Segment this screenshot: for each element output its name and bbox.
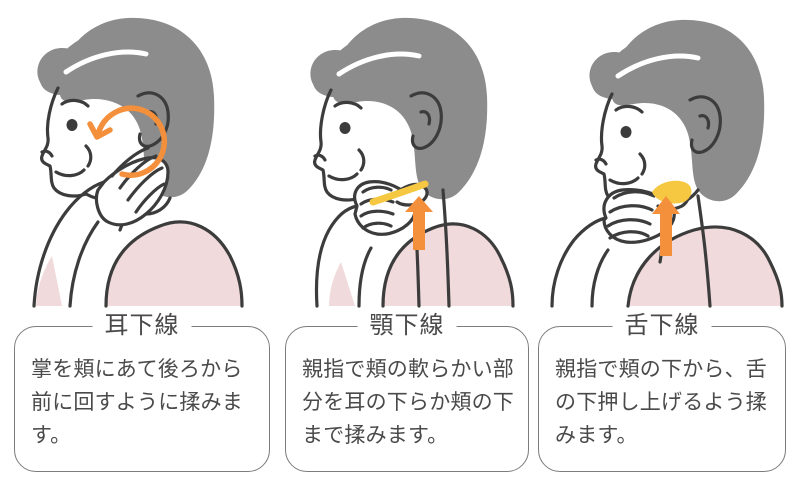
- cheek-line: [84, 144, 93, 168]
- circular-arrow-icon: [87, 105, 167, 178]
- card-body-submandibular: 親指で頬の軟らかい部分を耳の下らか頬の下まで揉みます。: [302, 358, 514, 447]
- eyebrow: [333, 100, 363, 110]
- forearm-outer: [550, 216, 608, 308]
- eye: [339, 122, 351, 134]
- forearm-outer: [314, 204, 359, 308]
- jaw-highlight: [369, 180, 429, 206]
- illustration-row: [0, 0, 800, 312]
- finger-row-3: [606, 218, 652, 228]
- arrow-arc: [95, 105, 167, 178]
- shirt-fill: [106, 222, 242, 306]
- card-title-sublingual: 舌下線: [612, 311, 712, 341]
- caption-card-sublingual: 舌下線 親指で頬の下から、舌の下押し上げるよう揉みます。: [538, 311, 786, 472]
- arrow-shape: [652, 196, 680, 256]
- finger-row-1: [612, 190, 656, 200]
- arrow-head: [87, 121, 113, 140]
- finger-2: [118, 154, 158, 190]
- forearm-outer: [32, 180, 106, 308]
- shoulder-line: [104, 220, 244, 308]
- caption-card-submandibular: 顎下線 親指で頬の軟らかい部分を耳の下らか頬の下まで揉みます。: [285, 311, 529, 472]
- finger-row-2: [608, 204, 654, 214]
- forearm-inner: [68, 220, 100, 308]
- hand-stack: [602, 188, 676, 244]
- up-arrow-icon: [405, 196, 433, 250]
- knuckle-3: [359, 209, 395, 218]
- neck-back: [696, 194, 712, 308]
- up-arrow-icon: [652, 196, 680, 256]
- card-body-parotid: 掌を頬にあて後ろから前に回すように揉みます。: [31, 358, 243, 447]
- face-profile: [40, 86, 88, 198]
- neck-back: [441, 188, 451, 308]
- caption-card-parotid: 耳下線 掌を頬にあて後ろから前に回すように揉みます。: [14, 311, 270, 472]
- illustration-parotid: [0, 0, 266, 312]
- nose: [594, 157, 608, 166]
- hair-highlight: [336, 51, 422, 77]
- knuckle-4: [361, 221, 393, 230]
- face-profile: [313, 88, 361, 202]
- caption-row: 耳下線 掌を頬にあて後ろから前に回すように揉みます。 顎下線 親指で頬の軟らかい…: [0, 311, 800, 486]
- forearm-inner: [590, 248, 610, 308]
- mouth: [327, 172, 359, 182]
- knuckle-1: [361, 185, 393, 194]
- eyebrow: [614, 104, 644, 114]
- shoulder-line: [381, 222, 515, 308]
- eye: [66, 119, 78, 131]
- card-title-submandibular: 顎下線: [357, 311, 457, 341]
- hair-highlight: [63, 49, 149, 75]
- hand-palm: [94, 156, 170, 227]
- card-title-parotid: 耳下線: [92, 311, 192, 341]
- ear-outline: [688, 95, 722, 154]
- forearm-inner: [357, 246, 373, 308]
- shirt-fill-left: [329, 262, 355, 306]
- thumb-edge: [144, 196, 172, 216]
- cheek-line: [638, 152, 647, 176]
- finger-4: [134, 182, 166, 214]
- ear-inner: [698, 114, 711, 130]
- shoulder-line: [626, 225, 784, 308]
- eye: [620, 126, 632, 138]
- mouth: [608, 176, 640, 186]
- ear-outline: [409, 91, 443, 150]
- arrow-shape: [405, 196, 433, 250]
- cheek-line: [357, 148, 366, 172]
- eyebrow: [60, 98, 90, 108]
- shirt-fill-left: [36, 256, 62, 306]
- illustration-submandibular: [267, 0, 533, 312]
- illustration-sublingual: [534, 0, 800, 312]
- nose: [40, 149, 54, 158]
- hair-highlight: [615, 53, 701, 79]
- chin-highlight: [652, 180, 692, 204]
- finger-1: [110, 146, 150, 178]
- ear-inner: [419, 110, 432, 126]
- mouth: [54, 168, 86, 178]
- card-body-sublingual: 親指で頬の下から、舌の下押し上げるよう揉みます。: [555, 358, 767, 447]
- finger-3: [126, 166, 164, 202]
- finger-row-4: [608, 230, 650, 240]
- nose: [313, 153, 327, 162]
